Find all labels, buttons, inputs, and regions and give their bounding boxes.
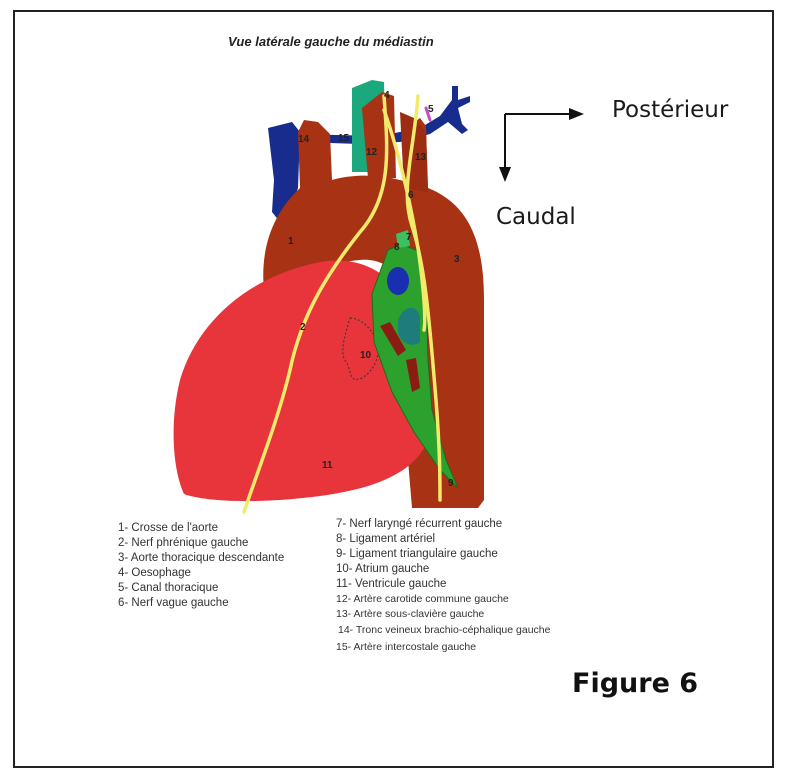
label-8: 8 — [394, 242, 400, 253]
legend-left: 1- Crosse de l'aorte 2- Nerf phrénique g… — [118, 521, 284, 611]
legend-item-13: 13- Artère sous-clavière gauche — [336, 606, 568, 622]
label-2: 2 — [300, 322, 306, 333]
legend-item-12: 12- Artère carotide commune gauche — [336, 592, 568, 606]
label-14: 14 — [298, 134, 310, 145]
pulmonary-vessel-blue — [387, 267, 409, 295]
label-5: 5 — [428, 104, 434, 115]
legend-item-3: 3- Aorte thoracique descendante — [118, 551, 284, 566]
figure-label: Figure 6 — [572, 668, 698, 699]
legend-item-7: 7- Nerf laryngé récurrent gauche — [336, 517, 568, 532]
label-4: 4 — [384, 90, 390, 101]
posterior-arrowhead — [569, 108, 584, 120]
legend-item-14: 14- Tronc veineux brachio-céphalique gau… — [336, 622, 568, 638]
label-10: 10 — [360, 350, 372, 361]
label-7: 7 — [406, 232, 412, 243]
legend-item-1: 1- Crosse de l'aorte — [118, 521, 284, 536]
label-13: 13 — [415, 152, 427, 163]
legend-item-11: 11- Ventricule gauche — [336, 577, 568, 592]
legend-item-8: 8- Ligament artériel — [336, 532, 568, 547]
legend-item-10: 10- Atrium gauche — [336, 562, 568, 577]
label-12: 12 — [366, 147, 378, 158]
caudal-label: Caudal — [496, 204, 576, 230]
posterior-label: Postérieur — [612, 97, 728, 123]
legend-item-2: 2- Nerf phrénique gauche — [118, 536, 284, 551]
label-15: 15 — [338, 133, 350, 144]
label-3: 3 — [454, 254, 460, 265]
orientation-arrows — [499, 108, 584, 182]
legend-item-4: 4- Oesophage — [118, 566, 284, 581]
legend-item-15: 15- Artère intercostale gauche — [336, 638, 568, 656]
legend-right: 7- Nerf laryngé récurrent gauche 8- Liga… — [336, 517, 568, 656]
label-6: 6 — [408, 190, 414, 201]
legend-item-9: 9- Ligament triangulaire gauche — [336, 547, 568, 562]
label-11: 11 — [322, 460, 333, 471]
legend-item-6: 6- Nerf vague gauche — [118, 596, 284, 611]
label-9: 9 — [448, 478, 454, 489]
legend-item-5: 5- Canal thoracique — [118, 581, 284, 596]
caudal-arrowhead — [499, 167, 511, 182]
label-1: 1 — [288, 236, 294, 247]
